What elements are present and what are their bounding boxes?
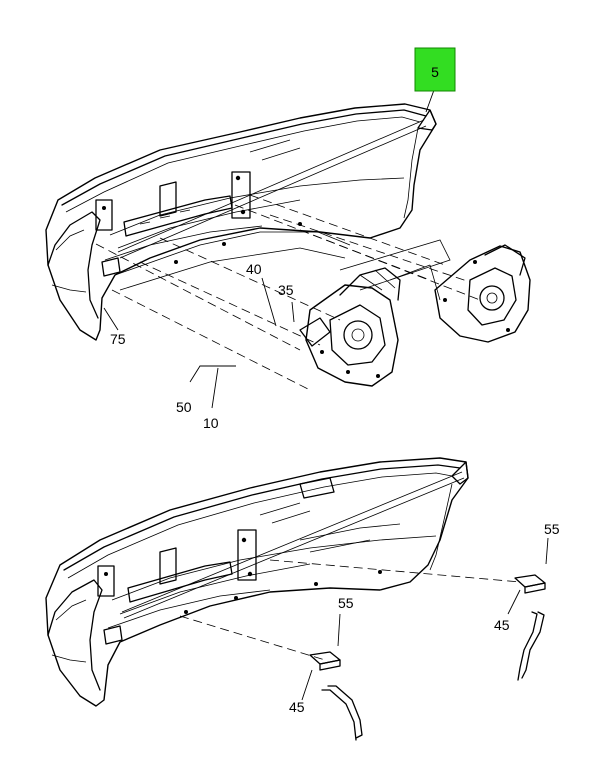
callout-10[interactable]: 10: [203, 415, 219, 431]
step-bracket-center: [309, 651, 363, 741]
callout-40[interactable]: 40: [246, 261, 262, 277]
highlight-box: [414, 47, 456, 92]
callout-55-center[interactable]: 55: [338, 595, 354, 611]
callout-5: 5: [431, 64, 439, 80]
lower-bumper-assembly: [45, 457, 521, 707]
upper-bumper-assembly: [45, 103, 531, 391]
callout-55-right[interactable]: 55: [544, 521, 560, 537]
highlight-callout-5[interactable]: 5: [414, 47, 456, 92]
callout-75[interactable]: 75: [110, 331, 126, 347]
callout-50[interactable]: 50: [176, 399, 192, 415]
leader-lines: [103, 89, 549, 701]
callout-35[interactable]: 35: [278, 282, 294, 298]
step-bracket-right: [514, 574, 546, 681]
callout-45-center[interactable]: 45: [289, 699, 305, 715]
callout-45-right[interactable]: 45: [494, 617, 510, 633]
